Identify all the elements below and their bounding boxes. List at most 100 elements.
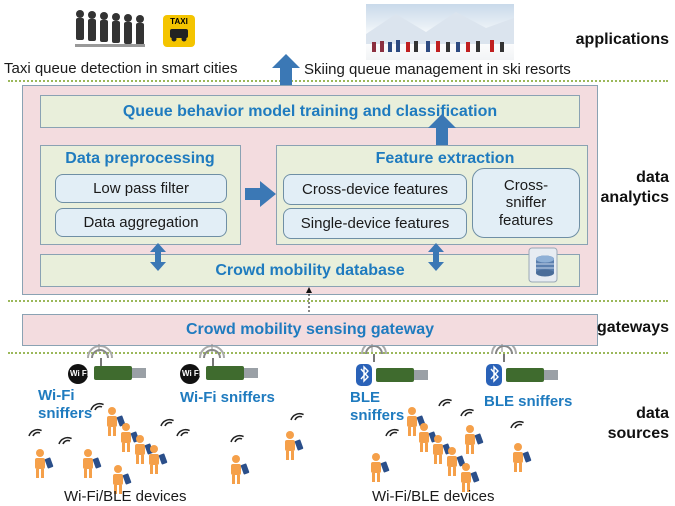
wifi-sniffer-device-left: Wi Fi bbox=[66, 346, 156, 386]
devices-right-label: Wi-Fi/BLE devices bbox=[372, 488, 495, 505]
signal-wave-icon bbox=[290, 412, 304, 421]
wifi-sniffers-left-label: Wi-Fi sniffers bbox=[38, 387, 92, 423]
taxi-sign-text: TAXI bbox=[170, 17, 188, 26]
layer-label-data-sources-1: data bbox=[636, 405, 669, 422]
taxi-queue-image bbox=[70, 6, 170, 58]
wifi-sniffers-left-label-1: Wi-Fi bbox=[38, 387, 75, 404]
ble-sniffers-left-label-2: sniffers bbox=[350, 407, 405, 424]
ski-caption: Skiing queue management in ski resorts bbox=[304, 61, 571, 78]
arrow-features-database bbox=[428, 243, 444, 271]
person-with-phone-icon bbox=[371, 453, 390, 482]
wifi-badge-right: Wi Fi bbox=[182, 369, 202, 378]
divider-gateways bbox=[8, 352, 668, 354]
wifi-sniffers-left-label-2: sniffers bbox=[38, 405, 93, 422]
people-queue-icon bbox=[75, 10, 145, 47]
ble-sniffer-device-right bbox=[484, 346, 574, 388]
single-device-box: Single-device features bbox=[283, 208, 467, 239]
data-aggregation-box: Data aggregation bbox=[55, 208, 227, 237]
layer-label-data-analytics-2: analytics bbox=[600, 189, 669, 206]
signal-wave-icon bbox=[62, 439, 71, 445]
cross-sniffer-label-1: Cross- bbox=[503, 177, 549, 195]
layer-label-data-analytics-1: data bbox=[636, 169, 669, 186]
database-label: Crowd mobility database bbox=[215, 261, 405, 279]
layer-label-gateways: gateways bbox=[596, 319, 669, 336]
low-pass-filter-label: Low pass filter bbox=[93, 180, 189, 197]
signal-wave-icon bbox=[58, 436, 72, 445]
ble-sniffers-right-label: BLE sniffers bbox=[484, 393, 573, 410]
taxi-sign-icon: TAXI bbox=[163, 15, 195, 47]
wifi-sniffer-device-right: Wi Fi bbox=[178, 346, 268, 386]
database-icon bbox=[528, 247, 558, 283]
cross-device-box: Cross-device features bbox=[283, 174, 467, 205]
bluetooth-icon bbox=[486, 346, 558, 386]
low-pass-filter-box: Low pass filter bbox=[55, 174, 227, 203]
person-with-phone-icon bbox=[107, 407, 126, 436]
data-aggregation-label: Data aggregation bbox=[83, 214, 199, 231]
ski-resort-image bbox=[366, 4, 514, 60]
model-training-label: Queue behavior model training and classi… bbox=[122, 102, 498, 120]
model-training-box: Queue behavior model training and classi… bbox=[40, 95, 580, 128]
person-with-phone-icon bbox=[461, 463, 480, 492]
signal-wave-icon bbox=[176, 428, 190, 437]
layer-label-data-sources-2: sources bbox=[607, 425, 669, 442]
wifi-badge-left: Wi Fi bbox=[70, 369, 90, 378]
cross-sniffer-label-3: features bbox=[498, 211, 554, 229]
arrow-to-applications bbox=[272, 54, 300, 85]
signal-wave-icon bbox=[32, 431, 41, 437]
bluetooth-icon bbox=[356, 346, 428, 386]
single-device-label: Single-device features bbox=[300, 215, 450, 232]
devices-left-label: Wi-Fi/BLE devices bbox=[64, 488, 187, 505]
signal-wave-icon bbox=[460, 408, 474, 417]
person-with-phone-icon bbox=[407, 407, 426, 436]
person-with-phone-icon bbox=[149, 445, 168, 474]
person-with-phone-icon bbox=[35, 449, 54, 478]
person-with-phone-icon bbox=[231, 455, 250, 484]
signal-wave-icon bbox=[514, 423, 523, 429]
person-with-phone-icon bbox=[433, 435, 452, 464]
signal-wave-icon bbox=[385, 428, 399, 437]
feature-extraction-title: Feature extraction bbox=[375, 150, 515, 167]
signal-wave-icon bbox=[234, 437, 243, 443]
person-with-phone-icon bbox=[465, 425, 484, 454]
arrow-features-to-model bbox=[428, 114, 456, 145]
signal-wave-icon bbox=[442, 401, 451, 407]
signal-wave-icon bbox=[438, 398, 452, 407]
signal-wave-icon bbox=[94, 405, 103, 411]
person-with-phone-icon bbox=[285, 431, 304, 460]
signal-wave-icon bbox=[28, 428, 42, 437]
signal-wave-icon bbox=[510, 420, 524, 429]
layer-label-data-analytics: data analytics bbox=[601, 168, 669, 208]
divider-analytics bbox=[8, 300, 668, 302]
cross-device-label: Cross-device features bbox=[302, 181, 448, 198]
signal-wave-icon bbox=[160, 418, 174, 427]
arrow-preprocess-database bbox=[150, 243, 166, 271]
person-with-phone-icon bbox=[135, 435, 154, 464]
signal-wave-icon bbox=[230, 434, 244, 443]
ble-sniffers-left-label: BLE sniffers bbox=[350, 389, 404, 425]
divider-applications bbox=[8, 80, 668, 82]
ble-sniffers-left-label-1: BLE bbox=[350, 389, 380, 406]
person-with-phone-icon bbox=[513, 443, 532, 472]
person-with-phone-icon bbox=[113, 465, 132, 494]
layer-label-data-sources: data sources bbox=[608, 404, 669, 444]
person-with-phone-icon bbox=[447, 447, 466, 476]
signal-wave-icon bbox=[389, 431, 398, 437]
signal-wave-icon bbox=[180, 431, 189, 437]
cross-sniffer-box: Cross- sniffer features bbox=[472, 168, 580, 238]
signal-wave-icon bbox=[90, 402, 104, 411]
gateway-label: Crowd mobility sensing gateway bbox=[185, 321, 435, 338]
signal-wave-icon bbox=[164, 421, 173, 427]
gateway-box: Crowd mobility sensing gateway bbox=[22, 314, 598, 346]
preprocessing-title: Data preprocessing bbox=[65, 150, 215, 167]
taxi-caption: Taxi queue detection in smart cities bbox=[4, 60, 238, 77]
person-with-phone-icon bbox=[83, 449, 102, 478]
arrow-preprocess-to-features bbox=[245, 181, 276, 207]
signal-wave-icon bbox=[294, 415, 303, 421]
database-box: Crowd mobility database bbox=[40, 254, 580, 287]
cross-sniffer-label-2: sniffer bbox=[505, 194, 547, 212]
ble-sniffer-device-left bbox=[354, 346, 444, 388]
signal-wave-icon bbox=[464, 411, 473, 417]
layer-label-applications: applications bbox=[575, 31, 669, 48]
